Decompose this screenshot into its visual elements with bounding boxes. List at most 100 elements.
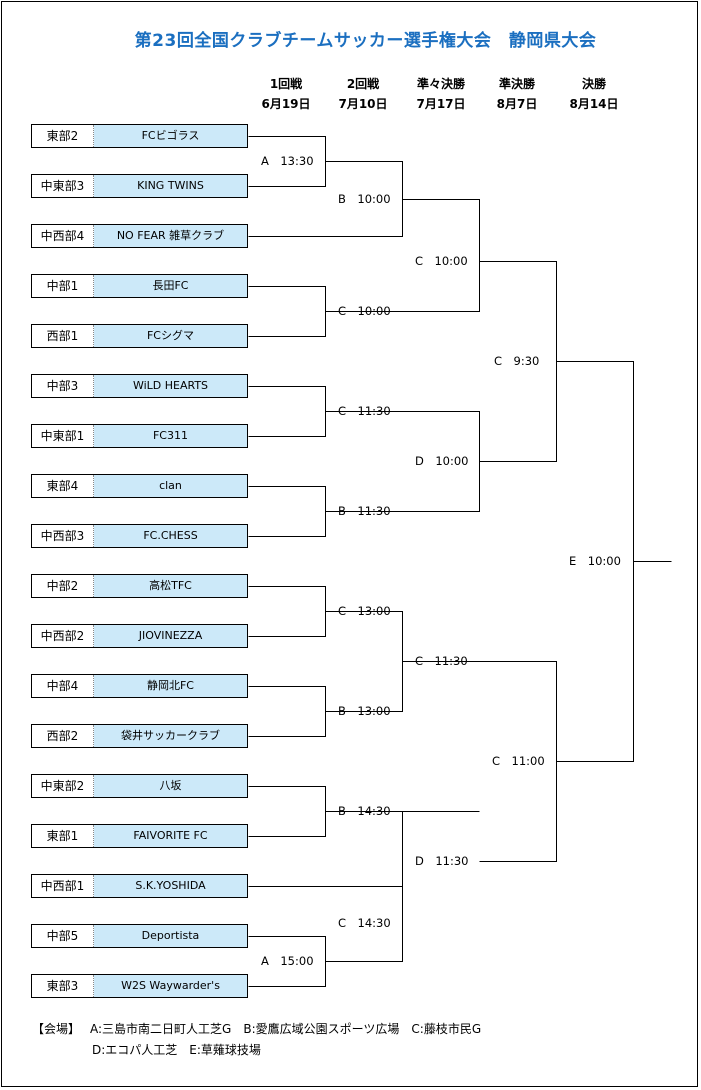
team-name: 八坂 bbox=[94, 775, 247, 797]
match-label: B 10:00 bbox=[338, 192, 391, 206]
team-region: 中部1 bbox=[32, 275, 94, 297]
round-date: 8月14日 bbox=[569, 97, 619, 111]
match-label: B 13:00 bbox=[338, 704, 391, 718]
team-region: 中西部3 bbox=[32, 525, 94, 547]
bracket-line bbox=[248, 286, 326, 337]
match-label: C 11:30 bbox=[415, 654, 468, 668]
round-1-header: 1回戦 6月19日 bbox=[246, 74, 326, 114]
team-region: 中東部1 bbox=[32, 425, 94, 447]
match-label: C 13:00 bbox=[338, 604, 391, 618]
team-name: clan bbox=[94, 475, 247, 497]
match-label: C 10:00 bbox=[338, 304, 391, 318]
semifinal-header: 準決勝 8月7日 bbox=[477, 74, 557, 114]
team-region: 東部4 bbox=[32, 475, 94, 497]
match-label: C 11:00 bbox=[492, 754, 545, 768]
round-date: 6月19日 bbox=[261, 97, 311, 111]
team-region: 中部5 bbox=[32, 925, 94, 947]
round-2-header: 2回戦 7月10日 bbox=[323, 74, 403, 114]
team-region: 中部4 bbox=[32, 675, 94, 697]
team-name: Deportista bbox=[94, 925, 247, 947]
round-name: 決勝 bbox=[581, 77, 606, 91]
team-region: 東部2 bbox=[32, 125, 94, 147]
bracket-line bbox=[248, 486, 326, 537]
round-date: 7月10日 bbox=[338, 97, 388, 111]
round-date: 8月7日 bbox=[496, 97, 538, 111]
bracket-line bbox=[325, 199, 480, 312]
team-name: S.K.YOSHIDA bbox=[94, 875, 247, 897]
team-region: 西部1 bbox=[32, 325, 94, 347]
team-name: W2S Waywarder's bbox=[94, 975, 247, 997]
bracket-line bbox=[248, 886, 403, 962]
match-label: C 9:30 bbox=[494, 354, 540, 368]
venue-legend: 【会場】 A:三島市南二日町人工芝G B:愛鷹広域公園スポーツ広場 C:藤枝市民G bbox=[32, 1020, 481, 1038]
match-label: D 11:30 bbox=[415, 854, 469, 868]
match-label: A 15:00 bbox=[261, 954, 314, 968]
team-name: KING TWINS bbox=[94, 175, 247, 197]
match-label: C 11:30 bbox=[338, 404, 391, 418]
venue-label: 【会場】 bbox=[32, 1022, 81, 1036]
team-region: 西部2 bbox=[32, 725, 94, 747]
team-name: 静岡北FC bbox=[94, 675, 247, 697]
bracket-line bbox=[248, 786, 326, 837]
team-name: NO FEAR 雑草クラブ bbox=[94, 225, 247, 247]
bracket-line bbox=[325, 611, 403, 712]
quarterfinal-header: 準々決勝 7月17日 bbox=[401, 74, 481, 114]
team-region: 東部1 bbox=[32, 825, 94, 847]
team-name: 高松TFC bbox=[94, 575, 247, 597]
team-region: 中東部2 bbox=[32, 775, 94, 797]
match-label: B 14:30 bbox=[338, 804, 391, 818]
round-date: 7月17日 bbox=[416, 97, 466, 111]
match-label: D 10:00 bbox=[415, 454, 469, 468]
final-match-label: E 10:00 bbox=[569, 554, 621, 568]
match-label: C 10:00 bbox=[415, 254, 468, 268]
team-name: FC311 bbox=[94, 425, 247, 447]
bracket-line bbox=[248, 386, 326, 437]
team-region: 中東部3 bbox=[32, 175, 94, 197]
venue-line-1: A:三島市南二日町人工芝G B:愛鷹広域公園スポーツ広場 C:藤枝市民G bbox=[90, 1022, 482, 1036]
team-region: 中部3 bbox=[32, 375, 94, 397]
round-name: 準決勝 bbox=[498, 77, 535, 91]
team-name: FCビゴラス bbox=[94, 125, 247, 147]
team-name: JIOVINEZZA bbox=[94, 625, 247, 647]
team-region: 中部2 bbox=[32, 575, 94, 597]
round-name: 2回戦 bbox=[346, 77, 380, 91]
team-region: 中西部2 bbox=[32, 625, 94, 647]
team-name: 長田FC bbox=[94, 275, 247, 297]
bracket-line bbox=[248, 586, 326, 637]
page-title: 第23回全国クラブチームサッカー選手権大会 静岡県大会 bbox=[134, 31, 597, 51]
final-header: 決勝 8月14日 bbox=[554, 74, 634, 114]
team-region: 中西部1 bbox=[32, 875, 94, 897]
team-region: 東部3 bbox=[32, 975, 94, 997]
team-name: FAIVORITE FC bbox=[94, 825, 247, 847]
match-label: A 13:30 bbox=[261, 154, 314, 168]
team-name: WiLD HEARTS bbox=[94, 375, 247, 397]
round-name: 1回戦 bbox=[269, 77, 303, 91]
match-label: C 14:30 bbox=[338, 916, 391, 930]
team-name: 袋井サッカークラブ bbox=[94, 725, 247, 747]
venue-line-2: D:エコパ人工芝 E:草薙球技場 bbox=[92, 1043, 261, 1057]
bracket-line bbox=[248, 686, 326, 737]
round-name: 準々決勝 bbox=[416, 77, 465, 91]
team-name: FC.CHESS bbox=[94, 525, 247, 547]
match-label: B 11:30 bbox=[338, 504, 391, 518]
